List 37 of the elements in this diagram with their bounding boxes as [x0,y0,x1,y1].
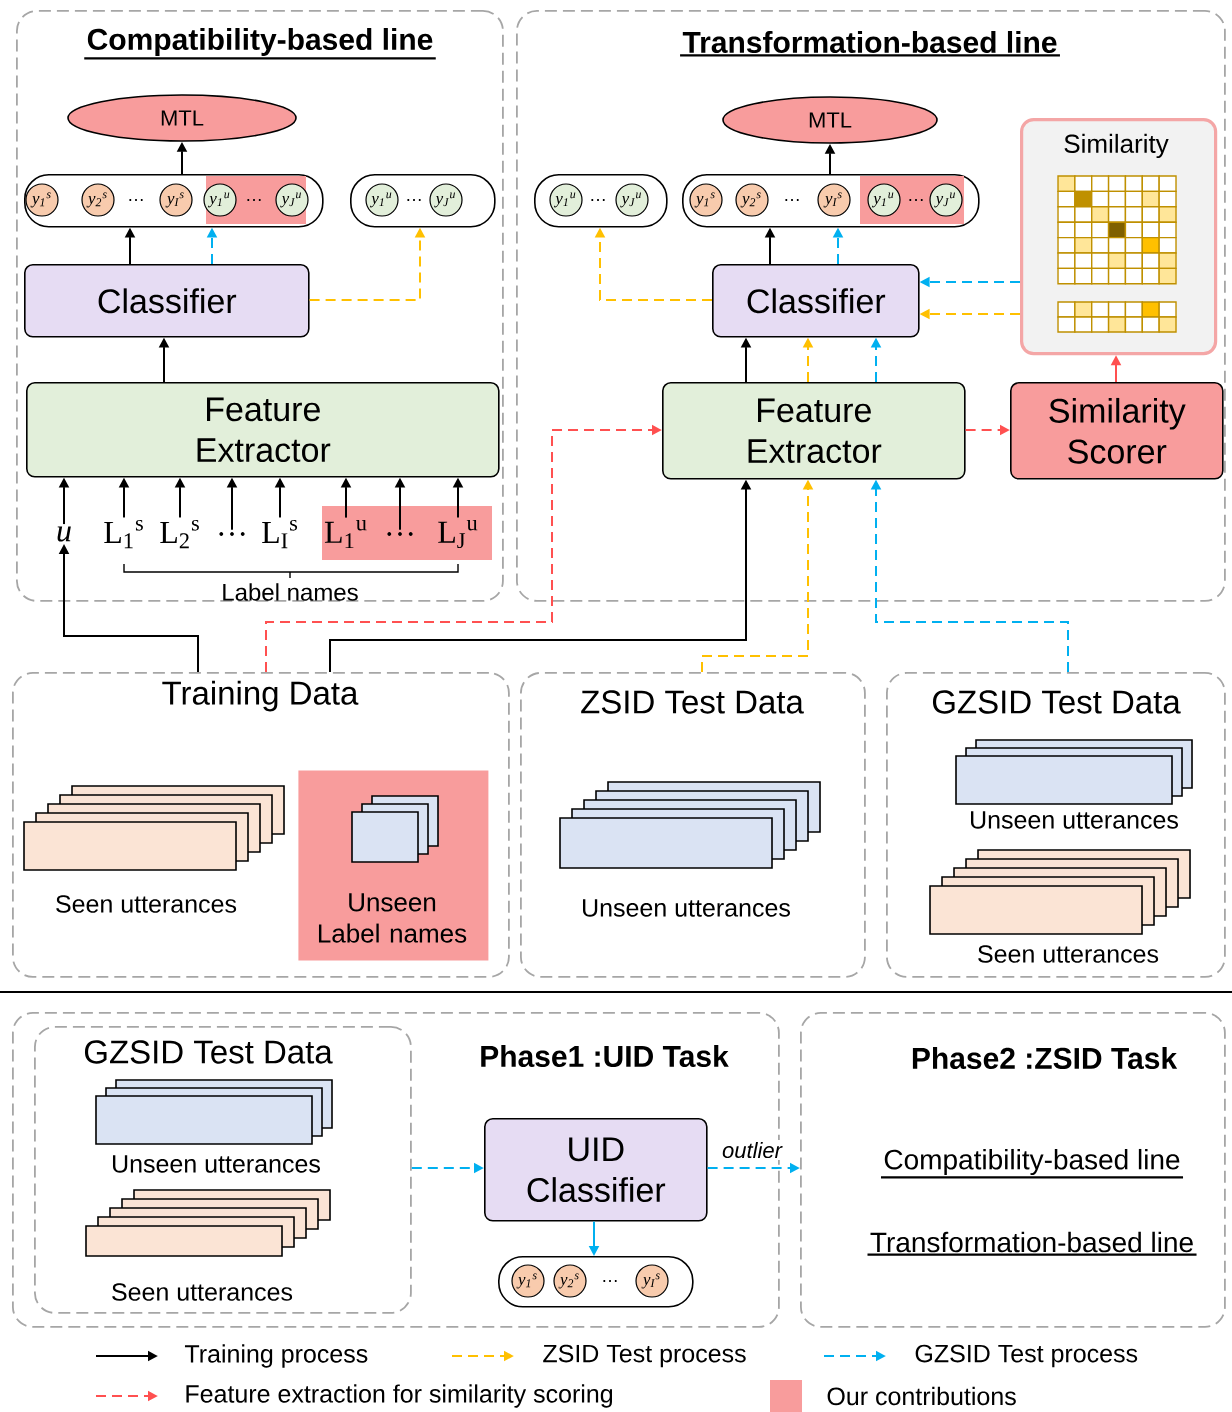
panel-title: GZSID Test Data [932,690,1181,714]
underlined-text: Transformation-based line [867,1231,1197,1256]
legend-text: GZSID Test process [915,1344,1138,1368]
legend-text: Training process [184,1344,368,1368]
feature-extractor-box: Feature Extractor [662,382,966,480]
classifier-box: Classifier [712,264,920,338]
caption-text: Seen utterances [112,1283,293,1301]
input-symbol: L$_{1}$s [104,519,143,549]
panel-title: Training Data [162,680,359,712]
legend-text: Our contributions [827,1386,1016,1406]
input-symbol: … [387,532,413,536]
caption-text: Unseen utterances [971,811,1178,829]
panel-title: Phase1 :UID Task [481,1045,729,1067]
panel-title: GZSID Test Data [84,1040,333,1064]
caption-text: Label names [223,583,358,601]
scorer-box: Similarity Scorer [1010,382,1224,480]
input-symbol: L$_{J}$u [438,519,478,549]
legend-text: ZSID Test process [543,1344,746,1368]
feature-extractor-box: Feature Extractor [26,382,500,478]
classifier-box: UID Classifier [484,1118,708,1222]
legend-text: Feature extraction for similarity scoring [186,1384,613,1408]
input-symbol: … [219,532,245,536]
caption-text: Unseen utterances [583,899,790,917]
caption-text: Seen utterances [56,895,237,913]
caption-text: Seen utterances [978,945,1159,963]
panel-title: ZSID Test Data [581,690,804,714]
panel-title: Phase2 :ZSID Task [912,1047,1178,1069]
edge-label: outlier [720,1139,784,1161]
caption-text: Unseen utterances [113,1155,320,1173]
input-symbol: L$_{1}$u [324,520,367,548]
classifier-box: Classifier [24,264,310,338]
panel-title: Compatibility-based line [84,28,436,60]
input-symbol: u [57,526,71,542]
underlined-text: Compatibility-based line [881,1148,1184,1179]
panel-title: Transformation-based line [680,31,1060,57]
input-symbol: L$_{I}$s [262,519,298,549]
input-symbol: L$_{2}$s [160,519,199,549]
